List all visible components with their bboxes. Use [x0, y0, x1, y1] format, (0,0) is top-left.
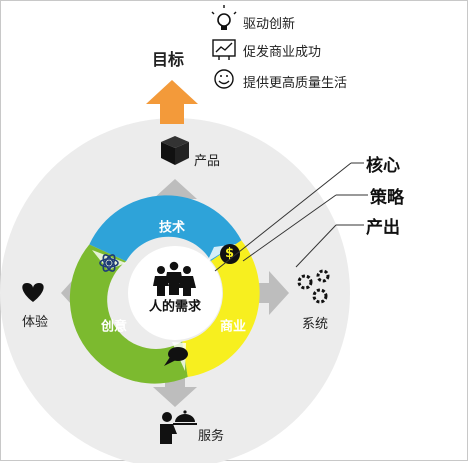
people-group-icon — [153, 261, 196, 296]
legend-strategy: 策略 — [370, 188, 404, 208]
callout-lines — [214, 162, 368, 272]
ring-label-business: 商业 — [219, 319, 247, 335]
chart-growth-icon — [212, 39, 236, 60]
dollar-sign: $ — [225, 246, 235, 261]
output-label-system: 系统 — [302, 317, 329, 332]
gears-icon — [297, 269, 330, 304]
output-label-product: 产品 — [194, 154, 221, 169]
ring-label-creative: 创意 — [100, 319, 128, 335]
goal-item-label: 促发商业成功 — [243, 45, 322, 60]
dollar-icon — [220, 244, 240, 264]
atom-icon — [99, 254, 119, 272]
goal-item-label: 驱动创新 — [243, 17, 296, 32]
ring-segment-tech — [89, 195, 242, 262]
arrow-down — [153, 373, 197, 407]
box-icon — [161, 136, 189, 165]
output-label-experience: 体验 — [22, 315, 49, 330]
center-label: 人的需求 — [148, 299, 202, 315]
speech-bubble-icon — [164, 347, 188, 366]
ring-segment-creative — [69, 244, 188, 384]
ring-label-tech: 技术 — [158, 220, 186, 236]
goal-arrow — [146, 80, 198, 124]
lightbulb-icon — [211, 5, 237, 30]
output-label-service: 服务 — [198, 429, 225, 444]
arrow-right — [255, 271, 289, 315]
ring-segment-business — [182, 240, 260, 377]
legend-output: 产出 — [366, 218, 400, 238]
goal-title: 目标 — [152, 50, 185, 69]
smiley-icon — [214, 69, 234, 89]
legend-core: 核心 — [366, 156, 400, 176]
goal-item-label: 提供更高质量生活 — [243, 76, 348, 91]
heart-icon — [22, 283, 44, 302]
service-cloche-icon — [160, 410, 197, 444]
